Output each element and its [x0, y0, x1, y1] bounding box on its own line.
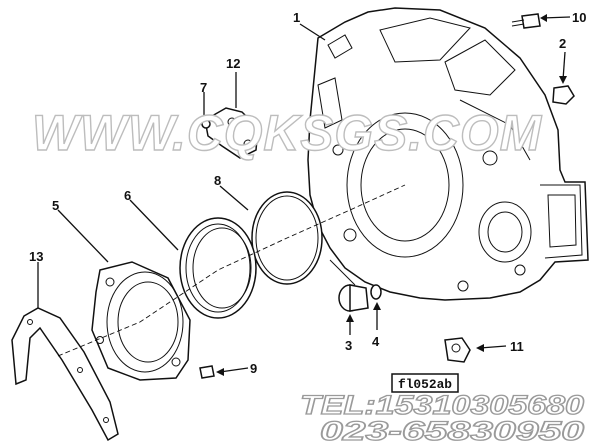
callout-1: 1 — [293, 10, 300, 25]
callout-4: 4 — [372, 334, 380, 349]
callout-8: 8 — [214, 173, 221, 188]
callout-9: 9 — [250, 361, 257, 376]
leader-lines — [37, 14, 571, 376]
assembly-centerline — [57, 184, 406, 357]
screw-part-9 — [199, 365, 215, 379]
screw-part-7 — [201, 119, 211, 129]
callout-10: 10 — [572, 10, 586, 25]
figure-code-box: fl052ab — [391, 373, 459, 393]
o-ring-part-4 — [370, 284, 382, 300]
callout-3: 3 — [345, 338, 352, 353]
plug-part-2 — [552, 85, 575, 105]
callout-6: 6 — [124, 188, 131, 203]
callout-11: 11 — [510, 339, 524, 354]
callout-5: 5 — [52, 198, 59, 213]
phone-text: TEL:15310305680 — [300, 390, 584, 420]
figure-code: fl052ab — [398, 377, 452, 392]
bracket-part-11 — [444, 337, 471, 363]
watermark: WWW.CQKSGS.COM — [32, 105, 542, 161]
callout-7: 7 — [200, 80, 207, 95]
cover-plate-part-12 — [204, 107, 259, 159]
callout-12: 12 — [226, 56, 240, 71]
callout-labels: 1 10 2 12 7 8 6 5 13 3 4 11 9 — [29, 10, 586, 376]
landline-text: 023-65830950 — [320, 416, 584, 446]
callout-13: 13 — [29, 249, 43, 264]
seal-ring-part-6 — [179, 217, 257, 319]
callout-2: 2 — [559, 36, 566, 51]
flywheel-housing — [307, 7, 589, 301]
gasket-part-13 — [11, 307, 119, 442]
bolt-part-10 — [511, 13, 541, 29]
plug-part-3 — [338, 284, 369, 312]
